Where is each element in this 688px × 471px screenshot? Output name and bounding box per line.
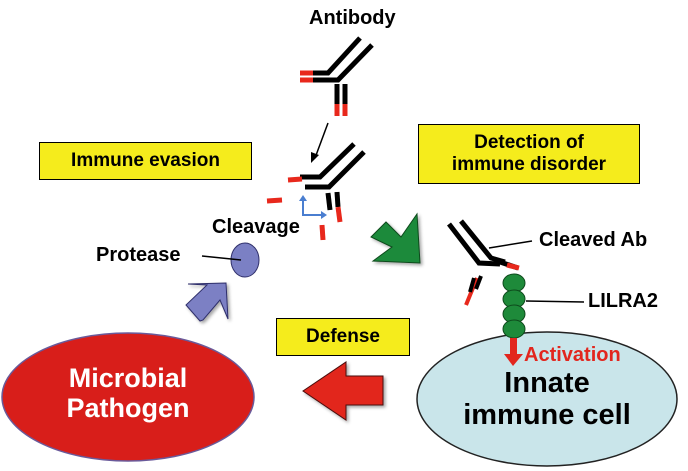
defense-box: Defense	[276, 318, 410, 356]
defense-label: Defense	[306, 326, 380, 348]
protease-label: Protease	[96, 244, 181, 266]
pathogen-label: Microbial Pathogen	[28, 363, 228, 423]
innate-cell-label-line2: immune cell	[463, 398, 631, 431]
antibody-cleaving-icon	[266, 142, 366, 241]
cleaved-ab-label: Cleaved Ab	[539, 229, 648, 251]
pathogen-label-line2: Pathogen	[66, 392, 190, 423]
cleavage-label: Cleavage	[212, 216, 300, 238]
arrow-pathogen-to-protease	[185, 282, 229, 322]
immune-evasion-label: Immune evasion	[71, 150, 220, 172]
cleaved-antibody-bound-icon	[447, 219, 520, 306]
protease-leader-line	[201, 255, 242, 261]
cleaved-ab-leader-line	[488, 240, 533, 249]
innate-cell-label: Innate immune cell	[447, 367, 647, 432]
detection-box: Detection of immune disorder	[418, 124, 640, 184]
pathogen-label-line1: Microbial	[68, 363, 188, 393]
cleavage-site-arrows	[299, 195, 327, 219]
innate-cell-label-line1: Innate	[504, 367, 590, 399]
arrow-antibody-to-cleavage	[311, 122, 329, 163]
activation-label: Activation	[524, 344, 621, 366]
protease-shape	[230, 242, 260, 278]
lilra2-leader-line	[525, 300, 585, 303]
antibody-intact-icon	[300, 36, 374, 116]
activation-arrow	[504, 338, 523, 366]
arrow-defense	[302, 361, 384, 421]
antibody-label: Antibody	[309, 7, 396, 29]
lilra2-receptor	[502, 273, 526, 339]
innate-cell-shape	[416, 331, 678, 467]
immune-evasion-box: Immune evasion	[39, 142, 252, 180]
detection-label-line1: Detection of	[474, 132, 584, 154]
pathogen-shape	[1, 332, 255, 462]
arrow-detection	[370, 212, 421, 264]
lilra2-label: LILRA2	[588, 290, 658, 312]
detection-label-line2: immune disorder	[451, 154, 607, 175]
